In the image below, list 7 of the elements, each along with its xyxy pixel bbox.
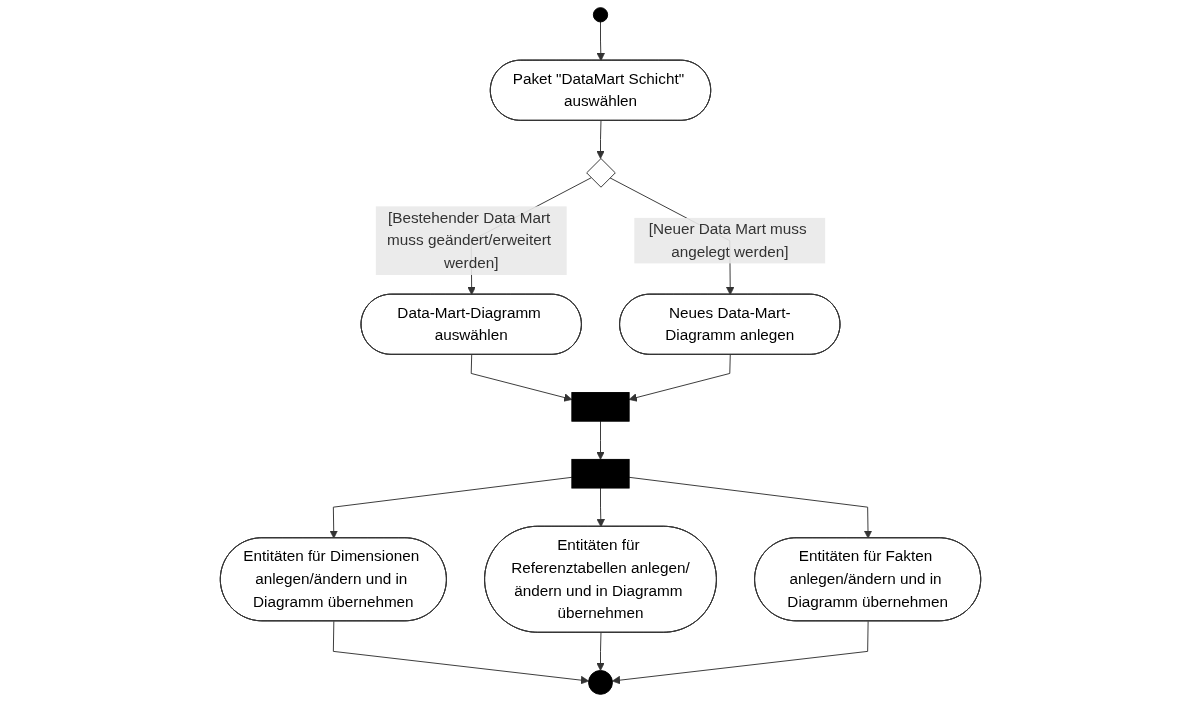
node-circle <box>592 7 609 23</box>
node-circle <box>588 670 613 695</box>
edge-label: [Bestehender Data Mart muss geändert/erweitert werden] <box>387 209 552 272</box>
node-bar <box>571 392 630 422</box>
node-bar <box>571 458 630 489</box>
node-diamond <box>586 158 616 188</box>
edge-label: [Neuer Data Mart muss angelegt werden] <box>648 220 807 260</box>
